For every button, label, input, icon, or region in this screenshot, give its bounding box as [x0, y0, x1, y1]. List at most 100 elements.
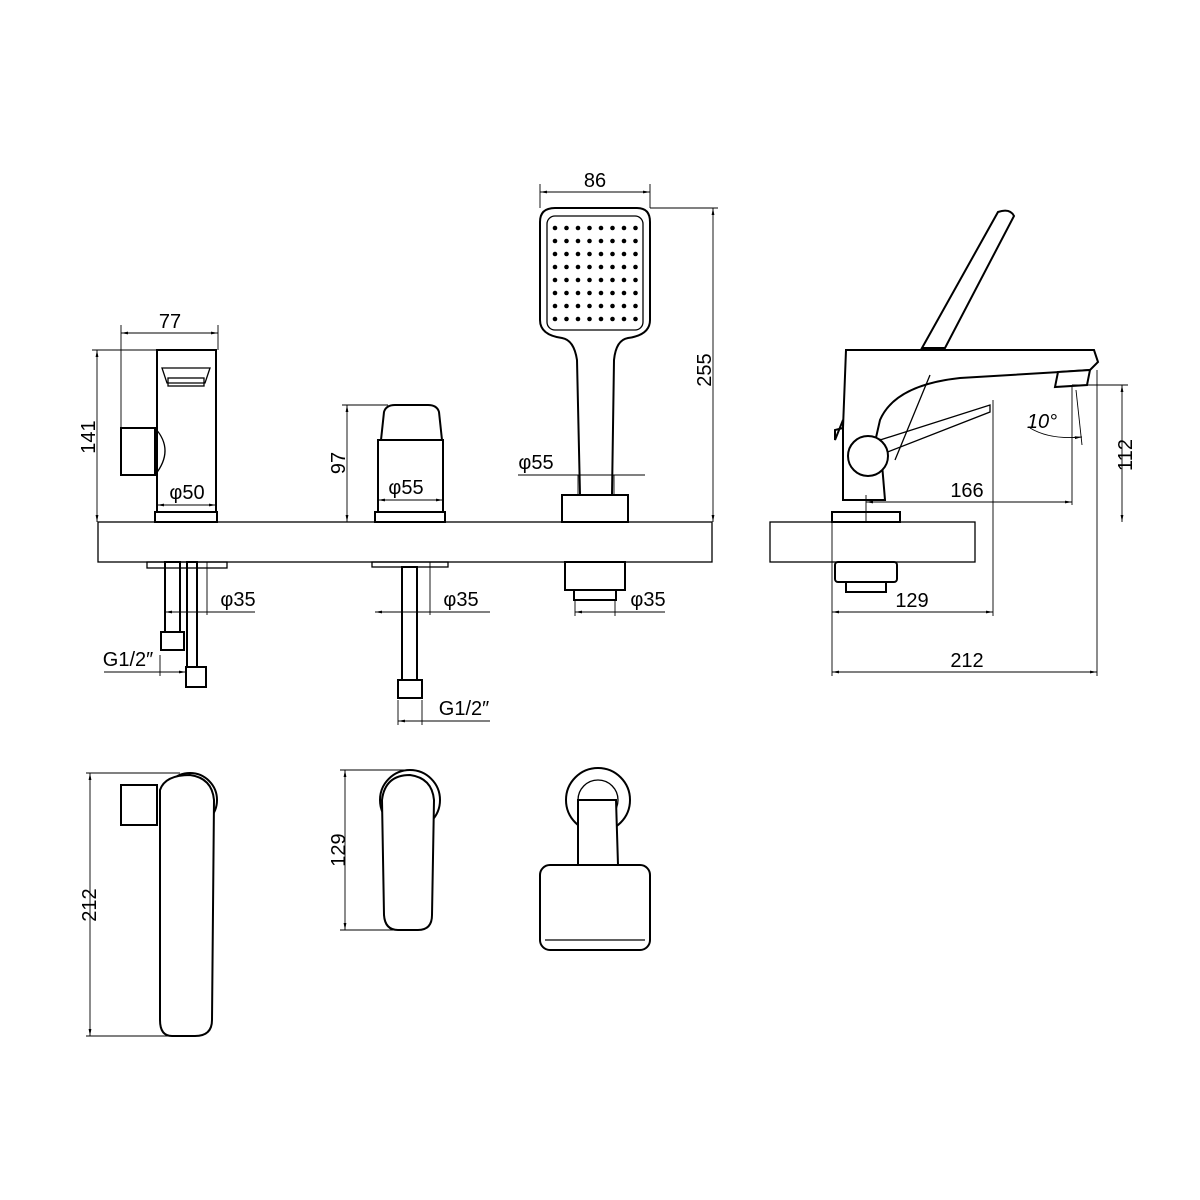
spout-dimensions: 112 166 10° 129 212: [831, 370, 1137, 676]
diverter-dimensions: 77 141 φ50 φ35 G1/2″: [78, 311, 256, 676]
nozzle-dot: [552, 251, 558, 257]
nozzle-dot: [621, 290, 627, 296]
nozzle-dot: [552, 290, 558, 296]
nozzle-dot: [552, 225, 558, 231]
hand-shower-front-view: [539, 207, 651, 601]
diverter-height-label: 141: [78, 420, 100, 453]
nozzle-dot: [633, 316, 638, 322]
nozzle-dot: [621, 251, 627, 257]
nozzle-dot: [575, 277, 581, 283]
handle-top-view: 129: [328, 769, 441, 931]
nozzle-dot: [610, 290, 615, 296]
nozzle-dot: [575, 316, 581, 322]
nozzle-dot: [552, 264, 558, 270]
nozzle-dot: [610, 238, 615, 244]
nozzle-dot: [575, 238, 581, 244]
nozzle-dot: [587, 251, 592, 257]
diverter-thread-label: G1/2″: [103, 649, 153, 671]
nozzle-dot: [552, 316, 558, 322]
handle-pipe-diameter-label: φ35: [443, 589, 478, 611]
nozzle-dot: [610, 225, 615, 231]
nozzle-dot: [564, 238, 569, 244]
nozzle-dot: [587, 264, 592, 270]
deck-right: [769, 521, 976, 563]
nozzle-dot: [598, 238, 604, 244]
nozzle-dot: [564, 225, 569, 231]
nozzle-dot: [633, 238, 638, 244]
nozzle-dot: [610, 316, 615, 322]
nozzle-dot: [575, 251, 581, 257]
hand-shower-top-view: [539, 767, 651, 951]
nozzle-dot: [598, 290, 604, 296]
nozzle-dot: [587, 303, 592, 309]
nozzle-dot: [564, 303, 569, 309]
handle-base-diameter-label: φ55: [388, 477, 423, 499]
nozzle-dot: [575, 303, 581, 309]
nozzle-dot: [575, 290, 581, 296]
handle-side-view: [371, 404, 449, 699]
hand-shower-width-label: 86: [584, 170, 606, 192]
nozzle-dot: [633, 225, 638, 231]
nozzle-dot: [587, 290, 592, 296]
spray-nozzles: [552, 225, 638, 322]
nozzle-dot: [621, 238, 627, 244]
diverter-top-length-label: 212: [79, 888, 101, 921]
nozzle-dot: [587, 238, 592, 244]
nozzle-dot: [598, 316, 604, 322]
nozzle-dot: [598, 251, 604, 257]
nozzle-dot: [587, 225, 592, 231]
diverter-side-view: [120, 349, 228, 688]
handle-top-length-label: 129: [328, 833, 350, 866]
nozzle-dot: [575, 264, 581, 270]
nozzle-dot: [621, 303, 627, 309]
hand-shower-base-diameter-label: φ55: [518, 452, 553, 474]
nozzle-dot: [564, 277, 569, 283]
nozzle-dot: [610, 277, 615, 283]
handle-thread-label: G1/2″: [439, 698, 489, 720]
spout-angle-label: 10°: [1027, 411, 1057, 433]
nozzle-dot: [621, 277, 627, 283]
handle-height-label: 97: [328, 452, 350, 474]
handle-dimensions: 97 φ55 φ35 G1/2″: [328, 404, 490, 725]
spout-length-label: 212: [950, 650, 983, 672]
nozzle-dot: [564, 251, 569, 257]
nozzle-dot: [621, 264, 627, 270]
nozzle-dot: [610, 264, 615, 270]
diverter-top-view: 212: [79, 772, 218, 1037]
nozzle-dot: [633, 303, 638, 309]
nozzle-dot: [633, 277, 638, 283]
nozzle-dot: [598, 277, 604, 283]
nozzle-dot: [610, 251, 615, 257]
hand-shower-pipe-diameter-label: φ35: [630, 589, 665, 611]
nozzle-dot: [564, 316, 569, 322]
nozzle-dot: [633, 264, 638, 270]
spout-reach-label: 166: [950, 480, 983, 502]
deck-left: [97, 521, 713, 563]
spout-base-offset-label: 129: [895, 590, 928, 612]
diverter-width-label: 77: [159, 311, 181, 333]
nozzle-dot: [610, 303, 615, 309]
nozzle-dot: [621, 316, 627, 322]
nozzle-dot: [621, 225, 627, 231]
spout-height-label: 112: [1115, 439, 1137, 471]
diverter-base-diameter-label: φ50: [169, 482, 204, 504]
nozzle-dot: [587, 316, 592, 322]
nozzle-dot: [552, 303, 558, 309]
diverter-pipe-diameter-label: φ35: [220, 589, 255, 611]
hand-shower-height-label: 255: [694, 353, 716, 386]
nozzle-dot: [552, 277, 558, 283]
nozzle-dot: [587, 277, 592, 283]
hand-shower-dimensions: 86 255 φ55 φ35: [518, 170, 718, 616]
nozzle-dot: [598, 225, 604, 231]
spout-side-view: [831, 209, 1100, 593]
nozzle-dot: [552, 238, 558, 244]
nozzle-dot: [598, 264, 604, 270]
nozzle-dot: [564, 264, 569, 270]
nozzle-dot: [598, 303, 604, 309]
nozzle-dot: [564, 290, 569, 296]
nozzle-dot: [633, 251, 638, 257]
nozzle-dot: [633, 290, 638, 296]
nozzle-dot: [575, 225, 581, 231]
